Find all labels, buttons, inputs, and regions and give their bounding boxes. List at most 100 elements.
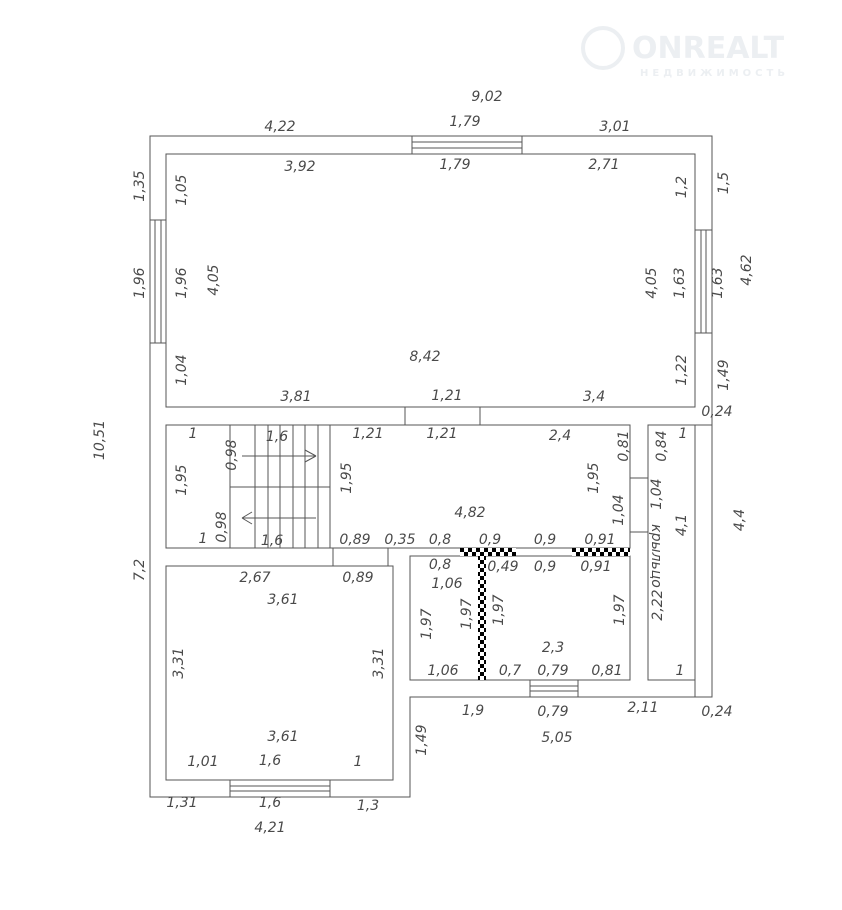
dimension-label: 1,79 xyxy=(449,114,480,130)
dimension-label: 1,21 xyxy=(426,426,457,442)
dimension-label: 0,8 xyxy=(429,532,451,548)
dimension-label: 0,89 xyxy=(342,570,373,586)
dimension-label: 4,82 xyxy=(454,505,485,521)
dimension-label: 1,5 xyxy=(716,172,732,194)
staircase xyxy=(229,425,331,548)
stair-line xyxy=(241,511,253,519)
dimension-label: 1,9 xyxy=(462,703,484,719)
dimension-label: 3,4 xyxy=(583,389,605,405)
dimension-label: 1,6 xyxy=(259,753,281,769)
windows xyxy=(149,135,713,798)
dimension-label: 1,63 xyxy=(710,267,726,298)
dimension-label: 1,95 xyxy=(339,462,355,493)
dimension-label: 0,24 xyxy=(701,704,732,720)
dimension-label: 4,62 xyxy=(739,254,755,285)
dimension-label: 4,05 xyxy=(206,264,222,295)
dimension-label: 7,2 xyxy=(132,559,148,581)
dimension-label: 1,97 xyxy=(459,598,475,629)
dimension-label: 1,6 xyxy=(266,429,288,445)
dimension-label: 0,84 xyxy=(654,430,670,461)
dimension-label: 0,24 xyxy=(701,404,732,420)
dimension-label: 0,98 xyxy=(224,439,240,470)
svg-text:ONREALT: ONREALT xyxy=(632,31,785,66)
dimension-label: 1,97 xyxy=(612,594,628,625)
dimension-label: 9,02 xyxy=(471,89,502,105)
porch xyxy=(647,424,696,681)
doorway-lower-left xyxy=(332,547,389,567)
dimension-label: 3,31 xyxy=(371,647,387,678)
dimension-label: 0,89 xyxy=(339,532,370,548)
dimension-label: 1 xyxy=(676,663,685,679)
svg-text:НЕДВИЖИМОСТЬ: НЕДВИЖИМОСТЬ xyxy=(640,68,789,79)
dimension-label: 1,6 xyxy=(261,533,283,549)
partitions xyxy=(460,548,630,680)
dimension-label: 0,81 xyxy=(591,663,622,679)
dimension-label: 1,04 xyxy=(174,354,190,385)
stair-line xyxy=(304,455,317,463)
dimension-label: 0,79 xyxy=(537,663,568,679)
dimension-label: 0,49 xyxy=(487,559,518,575)
dimension-label: 3,61 xyxy=(267,729,298,745)
dimension-label: 1,21 xyxy=(352,426,383,442)
dimension-label: 10,51 xyxy=(92,420,108,460)
dimension-label: 1,96 xyxy=(174,267,190,298)
dimension-label: 1,49 xyxy=(414,724,430,755)
dimension-label: 1 xyxy=(199,531,208,547)
dimension-label: 2,3 xyxy=(542,640,564,656)
window-top xyxy=(411,135,523,155)
dimension-label: 1,01 xyxy=(187,754,218,770)
watermark-logo: ONREALT НЕДВИЖИМОСТЬ xyxy=(581,26,789,79)
dimension-label: 1,35 xyxy=(132,170,148,201)
dimension-label: 1,06 xyxy=(431,576,462,592)
window-lower-right xyxy=(529,679,579,698)
dimension-label: 3,81 xyxy=(280,389,311,405)
porch-label: крыльцо xyxy=(648,524,664,588)
dimension-label: 0,79 xyxy=(537,704,568,720)
dimension-label: 0,8 xyxy=(429,557,451,573)
doorway-upper xyxy=(404,406,481,426)
dimension-label: 5,05 xyxy=(541,730,572,746)
dimension-label: 4,05 xyxy=(644,267,660,298)
dimension-label: 0,9 xyxy=(534,559,556,575)
dimension-label: 0,81 xyxy=(616,430,632,461)
dimension-label: 1,95 xyxy=(586,462,602,493)
doorway-porch xyxy=(629,477,649,533)
dimension-label: 1,3 xyxy=(357,798,379,814)
dimension-label: 3,31 xyxy=(171,647,187,678)
dimension-label: 1,21 xyxy=(431,388,462,404)
dimension-label: 2,4 xyxy=(549,428,571,444)
stair-line xyxy=(304,449,317,457)
dimension-label: 1,96 xyxy=(132,267,148,298)
dimension-label: 0,7 xyxy=(499,663,521,679)
upper-room xyxy=(165,153,696,408)
dimension-label: 3,92 xyxy=(284,159,315,175)
dimension-label: 0,9 xyxy=(534,532,556,548)
dimension-label: 3,01 xyxy=(599,119,630,135)
dimension-label: 0,91 xyxy=(580,559,611,575)
dimension-label: 4,4 xyxy=(732,509,748,531)
dimension-label: 4,21 xyxy=(254,820,285,836)
dimension-label: 1,63 xyxy=(672,267,688,298)
dimension-label: 1,31 xyxy=(166,795,197,811)
dimension-label: 1,22 xyxy=(674,354,690,385)
dimension-label: 2,71 xyxy=(588,157,619,173)
dimension-label: 2,67 xyxy=(239,570,270,586)
dimension-label: 1,95 xyxy=(174,464,190,495)
dimension-label: 1,04 xyxy=(649,478,665,509)
dimension-label: 2,22 xyxy=(650,589,666,620)
window-lower-left xyxy=(229,779,331,798)
dimension-label: 0,9 xyxy=(479,532,501,548)
dimension-label: 1,97 xyxy=(491,594,507,625)
dimension-label: 3,61 xyxy=(267,592,298,608)
lower-right-room xyxy=(409,555,631,681)
stair-line xyxy=(241,517,253,525)
dimension-label: 1,04 xyxy=(611,494,627,525)
dimension-label: 0,98 xyxy=(214,511,230,542)
dimension-label: 0,91 xyxy=(584,532,615,548)
dimension-label: 2,11 xyxy=(627,700,658,716)
dimension-label: 1,2 xyxy=(674,176,690,198)
dimension-label: 1 xyxy=(679,426,688,442)
dimension-label: 1 xyxy=(354,754,363,770)
